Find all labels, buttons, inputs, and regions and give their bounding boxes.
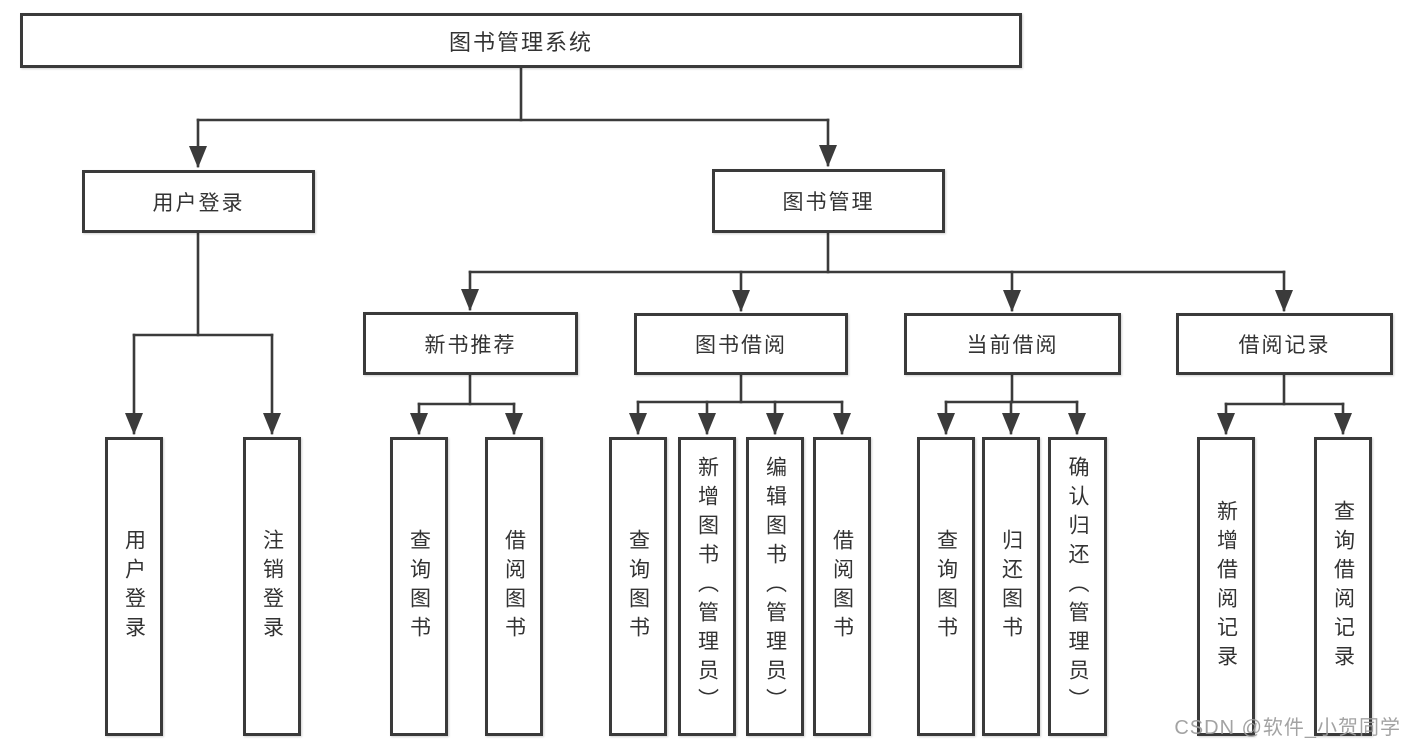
node-root: 图书管理系统 bbox=[20, 13, 1022, 68]
node-leaf-query-book-current: 查询图书 bbox=[917, 437, 975, 736]
watermark: CSDN @软件_小贺同学 bbox=[1174, 717, 1401, 739]
node-leaf-logout: 注销登录 bbox=[243, 437, 301, 736]
node-leaf-query-book-recommend: 查询图书 bbox=[390, 437, 448, 736]
node-leaf-query-book-borrow: 查询图书 bbox=[609, 437, 667, 736]
node-book-management: 图书管理 bbox=[712, 169, 945, 233]
node-current-borrow: 当前借阅 bbox=[904, 313, 1121, 375]
node-leaf-edit-book-admin: 编辑图书（管理员） bbox=[746, 437, 804, 736]
node-leaf-return-book: 归还图书 bbox=[982, 437, 1040, 736]
node-borrow-records: 借阅记录 bbox=[1176, 313, 1393, 375]
node-leaf-add-book-admin: 新增图书（管理员） bbox=[678, 437, 736, 736]
node-leaf-borrow-book: 借阅图书 bbox=[813, 437, 871, 736]
node-book-borrow: 图书借阅 bbox=[634, 313, 848, 375]
node-leaf-confirm-return-admin: 确认归还（管理员） bbox=[1048, 437, 1107, 736]
node-user-login: 用户登录 bbox=[82, 170, 315, 233]
node-leaf-borrow-book-recommend: 借阅图书 bbox=[485, 437, 543, 736]
node-leaf-add-borrow-record: 新增借阅记录 bbox=[1197, 437, 1255, 736]
node-new-book-recommend: 新书推荐 bbox=[363, 312, 578, 375]
node-leaf-user-login: 用户登录 bbox=[105, 437, 163, 736]
node-leaf-query-borrow-record: 查询借阅记录 bbox=[1314, 437, 1372, 736]
